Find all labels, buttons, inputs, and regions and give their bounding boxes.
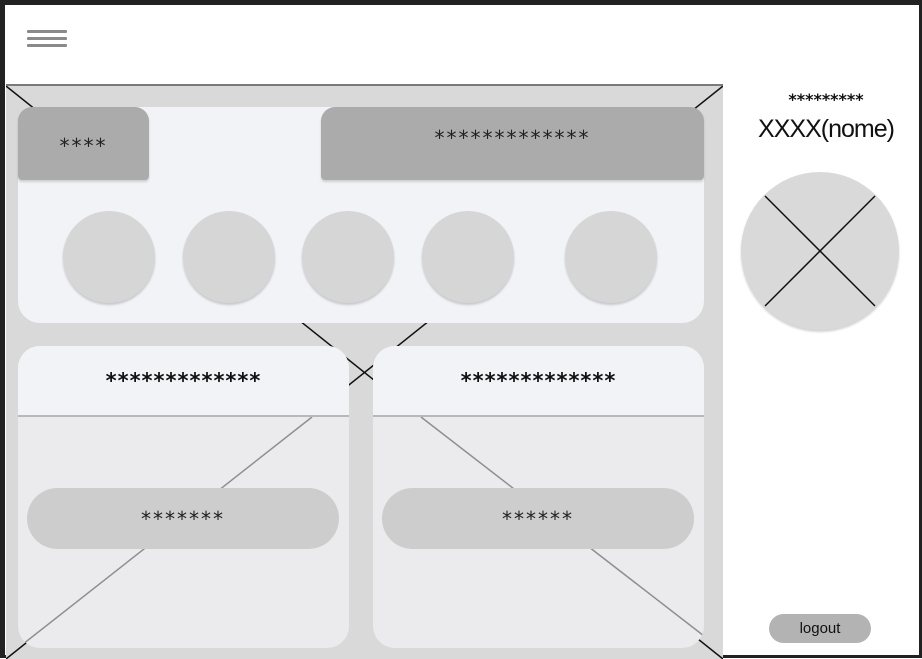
tab-left-label: **** — [59, 133, 108, 158]
sidebar-title: ********* — [788, 90, 864, 109]
menu-line — [27, 37, 67, 40]
logout-button[interactable]: logout — [769, 614, 871, 643]
card-left-button-label: ******* — [141, 506, 225, 531]
circle-item-4[interactable] — [422, 211, 514, 303]
circle-item-2[interactable] — [183, 211, 275, 303]
card-right-button-label: ****** — [502, 506, 574, 531]
card-left-button[interactable]: ******* — [27, 488, 339, 549]
circle-item-3[interactable] — [302, 211, 394, 303]
avatar — [741, 172, 899, 330]
menu-line — [27, 30, 67, 33]
card-right: ************* ****** — [373, 346, 704, 648]
card-left: ************* ******* — [18, 346, 349, 648]
hamburger-menu-icon[interactable] — [27, 28, 67, 54]
card-left-title: ************* — [105, 368, 262, 393]
logout-label: logout — [799, 620, 841, 637]
circle-item-1[interactable] — [63, 211, 155, 303]
main-content-area: **** ************* ************* ******* — [6, 84, 723, 659]
tab-right[interactable]: ************* — [321, 107, 704, 180]
image-placeholder-icon — [764, 195, 876, 307]
card-right-button[interactable]: ****** — [382, 488, 694, 549]
card-right-title: ************* — [460, 368, 617, 393]
card-left-header: ************* — [18, 346, 349, 417]
card-right-header: ************* — [373, 346, 704, 417]
tab-right-label: ************* — [434, 125, 591, 150]
tab-left[interactable]: **** — [18, 107, 149, 180]
user-name: XXXX(nome) — [758, 115, 895, 143]
circle-item-5[interactable] — [565, 211, 657, 303]
menu-line — [27, 44, 67, 47]
